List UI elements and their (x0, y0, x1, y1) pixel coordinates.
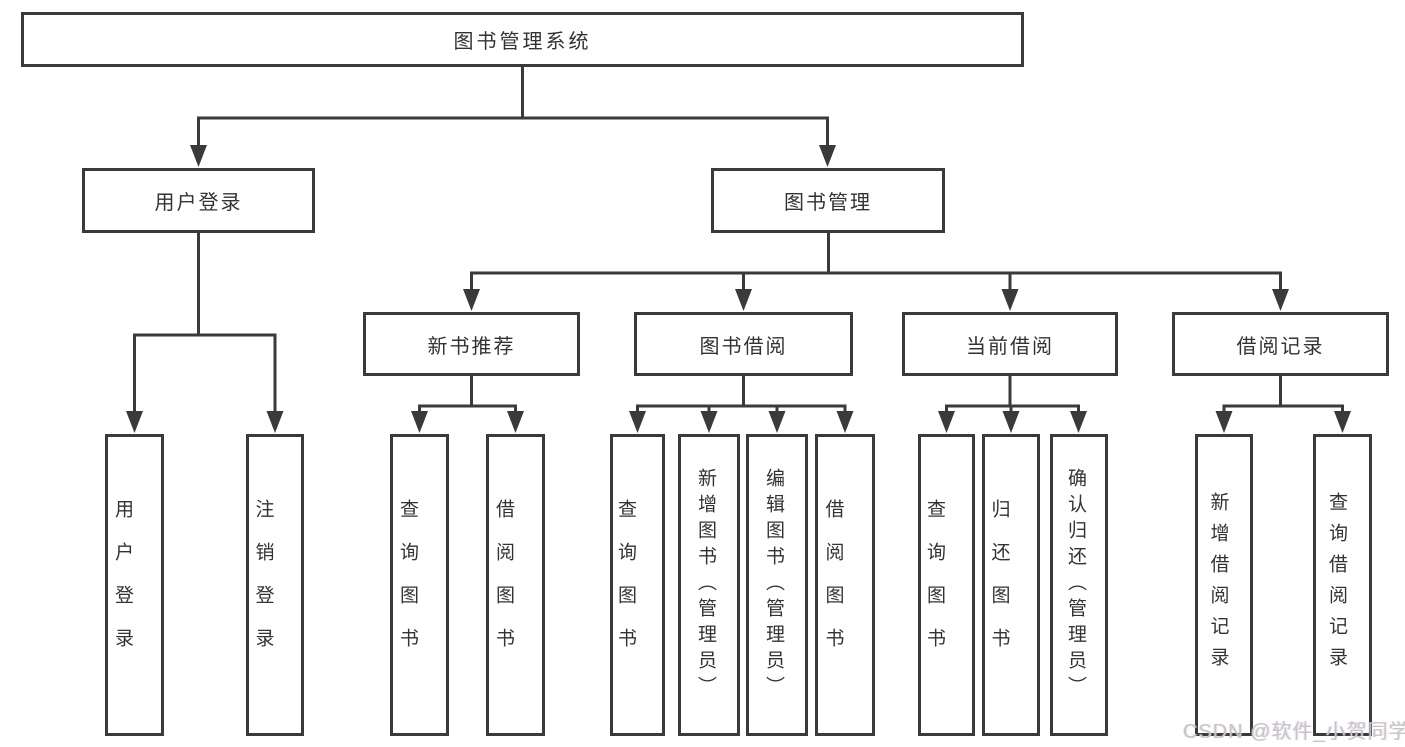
leaf-return-books: 归还图书 (982, 434, 1040, 736)
node-borrowing-records: 借阅记录 (1172, 312, 1389, 376)
node-user-login: 用户登录 (82, 168, 315, 233)
node-new-book-recommend: 新书推荐 (363, 312, 580, 376)
leaf-add-book-admin: 新增图书（管理员） (678, 434, 740, 736)
node-book-management: 图书管理 (711, 168, 945, 233)
leaf-query-books-recommend: 查询图书 (390, 434, 449, 736)
leaf-logout: 注销登录 (246, 434, 304, 736)
leaf-user-login: 用户登录 (105, 434, 164, 736)
leaf-query-books-borrowing: 查询图书 (610, 434, 665, 736)
leaf-add-borrow-record: 新增借阅记录 (1195, 434, 1253, 736)
node-root: 图书管理系统 (21, 12, 1024, 67)
node-current-borrowing: 当前借阅 (902, 312, 1118, 376)
leaf-query-books-current: 查询图书 (918, 434, 975, 736)
leaf-query-borrow-record: 查询借阅记录 (1313, 434, 1372, 736)
leaf-borrow-books-borrowing: 借阅图书 (815, 434, 875, 736)
leaf-borrow-books-recommend: 借阅图书 (486, 434, 545, 736)
leaf-confirm-return-admin: 确认归还（管理员） (1050, 434, 1108, 736)
leaf-edit-book-admin: 编辑图书（管理员） (746, 434, 808, 736)
csdn-watermark: CSDN @软件_小贺同学 (1183, 721, 1405, 743)
node-book-borrowing: 图书借阅 (634, 312, 853, 376)
